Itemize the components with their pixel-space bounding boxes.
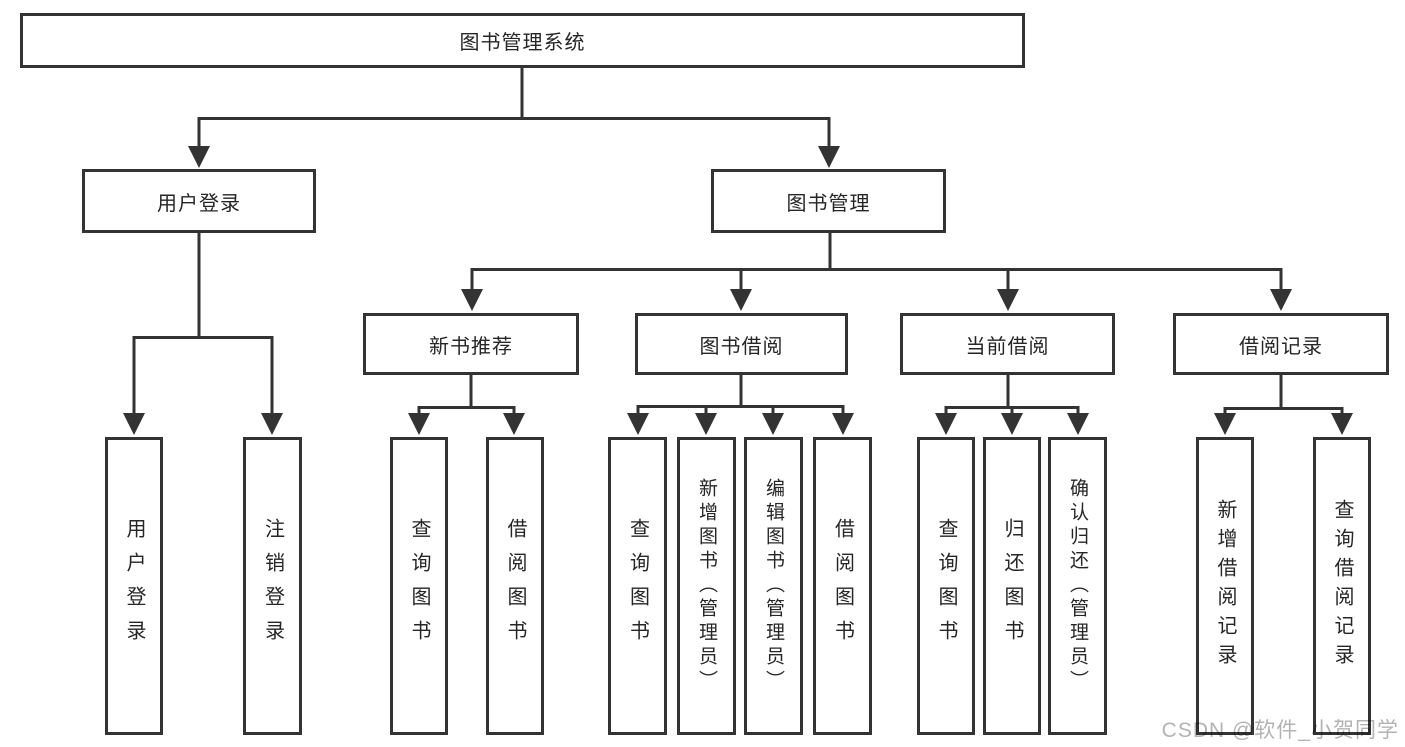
leaf-label: 用户登录 (123, 518, 145, 654)
leaf-label: 编辑图书（管理员） (763, 478, 784, 694)
leaf-borrow-book: 借阅图书 (813, 437, 872, 735)
node-user-login: 用户登录 (82, 169, 316, 233)
arrowhead-icon (935, 413, 957, 435)
node-library-management-system: 图书管理系统 (20, 13, 1025, 68)
node-label: 图书借阅 (699, 335, 784, 358)
arrowhead-icon (1067, 413, 1089, 435)
node-book-borrow: 图书借阅 (635, 313, 848, 375)
arrowhead-icon (261, 413, 283, 435)
leaf-label: 查询图书 (408, 518, 430, 654)
node-label: 借阅记录 (1239, 335, 1323, 358)
connector-new-book (408, 375, 525, 435)
arrowhead-icon (627, 413, 649, 435)
connector-user-login (123, 233, 283, 435)
connector-current-borrow (935, 375, 1089, 435)
leaf-records-query: 查询借阅记录 (1313, 437, 1371, 735)
leaf-label: 确认归还（管理员） (1067, 478, 1088, 694)
leaf-newbook-borrow: 借阅图书 (486, 437, 544, 735)
arrowhead-icon (997, 289, 1019, 311)
node-label: 图书管理系统 (459, 32, 586, 54)
arrowhead-icon (1270, 289, 1292, 311)
leaf-label: 查询图书 (935, 518, 957, 654)
arrowhead-icon (188, 146, 210, 168)
arrowhead-icon (832, 413, 854, 435)
leaf-current-return: 归还图书 (983, 437, 1041, 735)
arrowhead-icon (1331, 413, 1353, 435)
leaf-label: 借阅图书 (504, 518, 526, 654)
arrowhead-icon (730, 289, 752, 311)
leaf-records-add: 新增借阅记录 (1196, 437, 1254, 735)
node-new-book-recommend: 新书推荐 (363, 313, 579, 375)
connector-borrow-records (1214, 375, 1353, 435)
leaf-label: 借阅图书 (831, 518, 854, 654)
arrowhead-icon (1001, 413, 1023, 435)
node-label: 图书管理 (786, 192, 871, 215)
node-label: 当前借阅 (965, 335, 1050, 358)
node-borrow-records: 借阅记录 (1173, 313, 1389, 375)
connector-book-mgmt (461, 233, 1292, 311)
arrowhead-icon (762, 413, 784, 435)
arrowhead-icon (695, 413, 717, 435)
leaf-label: 查询图书 (626, 518, 649, 654)
leaf-borrow-edit-admin: 编辑图书（管理员） (744, 437, 803, 735)
connector-book-borrow (627, 375, 854, 435)
arrowhead-icon (461, 289, 483, 311)
node-label: 新书推荐 (429, 335, 513, 358)
leaf-borrow-add-admin: 新增图书（管理员） (677, 437, 736, 735)
node-current-borrow: 当前借阅 (900, 313, 1115, 375)
leaf-label: 归还图书 (1001, 518, 1023, 654)
connector-root (188, 68, 840, 168)
leaf-label: 新增借阅记录 (1214, 499, 1236, 673)
arrowhead-icon (1214, 413, 1236, 435)
csdn-watermark: CSDN @软件_小贺同学 (1161, 719, 1399, 742)
leaf-label: 注销登录 (261, 518, 284, 654)
leaf-label: 新增图书（管理员） (696, 478, 717, 694)
leaf-borrow-query: 查询图书 (608, 437, 667, 735)
leaf-current-query: 查询图书 (917, 437, 975, 735)
node-label: 用户登录 (157, 192, 241, 215)
leaf-newbook-query: 查询图书 (390, 437, 448, 735)
arrowhead-icon (408, 413, 430, 435)
arrowhead-icon (818, 146, 840, 168)
node-book-management: 图书管理 (711, 169, 946, 233)
leaf-label: 查询借阅记录 (1331, 499, 1353, 673)
leaf-logout: 注销登录 (243, 437, 302, 735)
leaf-current-confirm-admin: 确认归还（管理员） (1048, 437, 1107, 735)
arrowhead-icon (123, 413, 145, 435)
arrowhead-icon (503, 413, 525, 435)
leaf-user-login: 用户登录 (105, 437, 163, 735)
